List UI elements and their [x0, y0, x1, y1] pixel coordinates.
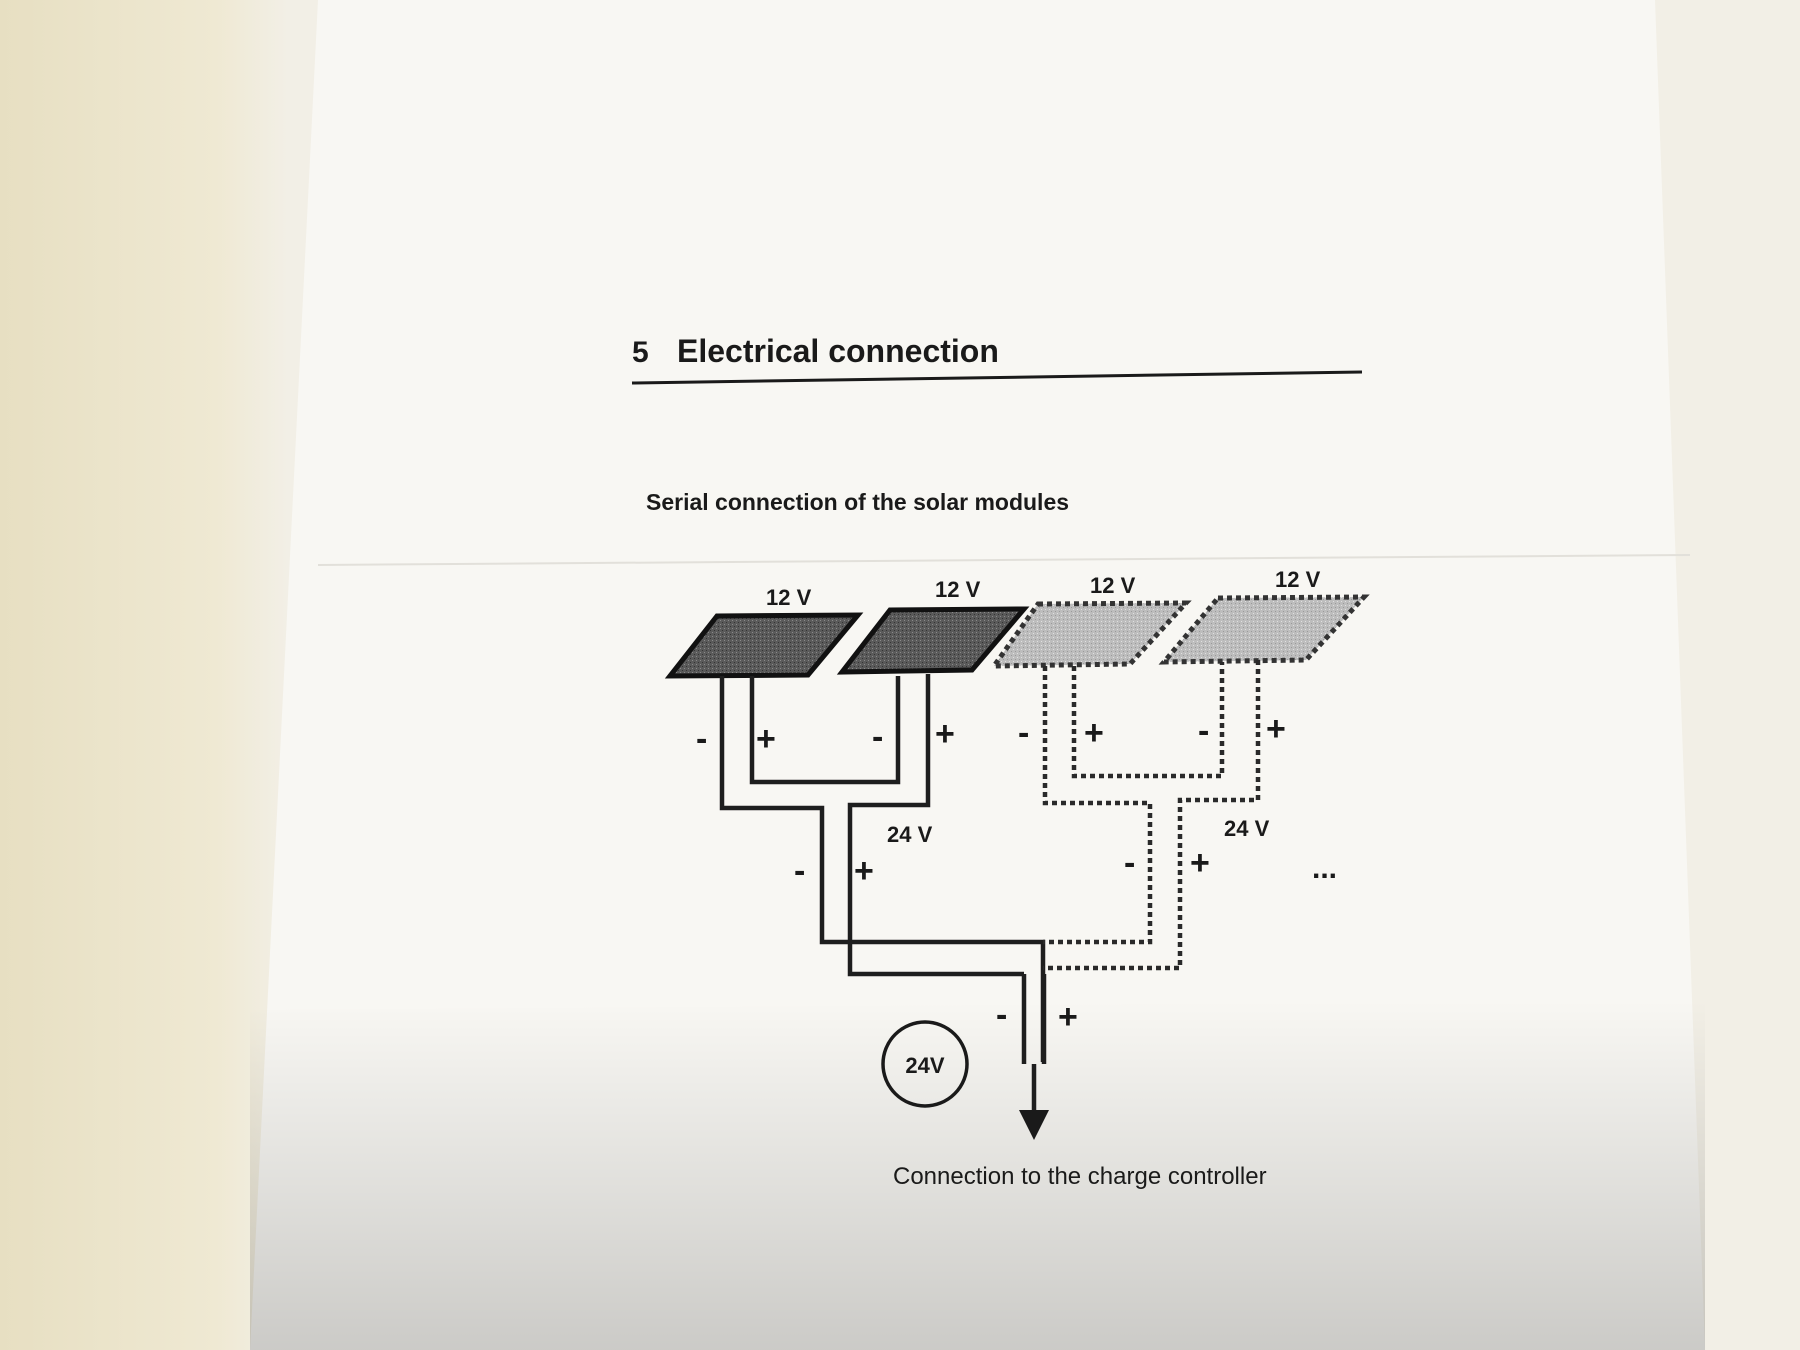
- plus-sign: +: [854, 852, 874, 890]
- section-title: Electrical connection: [677, 333, 999, 369]
- minus-sign: -: [1124, 844, 1135, 882]
- minus-sign: -: [794, 852, 805, 890]
- wiring-pair-1: [719, 674, 1046, 1062]
- paper-fold: [317, 554, 1691, 566]
- pair-1-voltage: 24 V: [887, 822, 933, 847]
- output-voltage-badge: 24V: [905, 1053, 944, 1078]
- module-1-voltage: 12 V: [766, 585, 812, 610]
- paper-shadow: [250, 1000, 1705, 1350]
- solar-module-4: [1158, 594, 1370, 665]
- heading-rule: [631, 370, 1363, 385]
- output-voltage-circle: [881, 1020, 969, 1108]
- minus-sign: -: [996, 996, 1007, 1034]
- arrow-down-icon: [1019, 1110, 1049, 1140]
- solar-module-3: [989, 600, 1192, 669]
- charge-controller-caption: Connection to the charge controller: [893, 1163, 1267, 1190]
- plus-sign: +: [1190, 844, 1210, 882]
- solar-module-1: [664, 612, 864, 679]
- module-3-voltage: 12 V: [1090, 573, 1136, 598]
- module-2-voltage: 12 V: [935, 577, 981, 602]
- plus-sign: +: [756, 720, 776, 758]
- solar-module-2: [836, 606, 1030, 675]
- wiring-pair-2: [1042, 660, 1261, 971]
- module-4-voltage: 12 V: [1275, 567, 1321, 592]
- minus-sign: -: [1018, 714, 1029, 752]
- diagram-subtitle: Serial connection of the solar modules: [646, 489, 1069, 515]
- plus-sign: +: [935, 715, 955, 753]
- pair-2-voltage: 24 V: [1224, 816, 1270, 841]
- section-number: 5: [632, 336, 649, 369]
- more-modules-ellipsis: ...: [1312, 852, 1337, 885]
- output-leads: [1021, 974, 1047, 1112]
- minus-sign: -: [696, 720, 707, 758]
- minus-sign: -: [872, 718, 883, 756]
- minus-sign: -: [1198, 712, 1209, 750]
- plus-sign: +: [1266, 710, 1286, 748]
- plus-sign: +: [1058, 998, 1078, 1036]
- plus-sign: +: [1084, 714, 1104, 752]
